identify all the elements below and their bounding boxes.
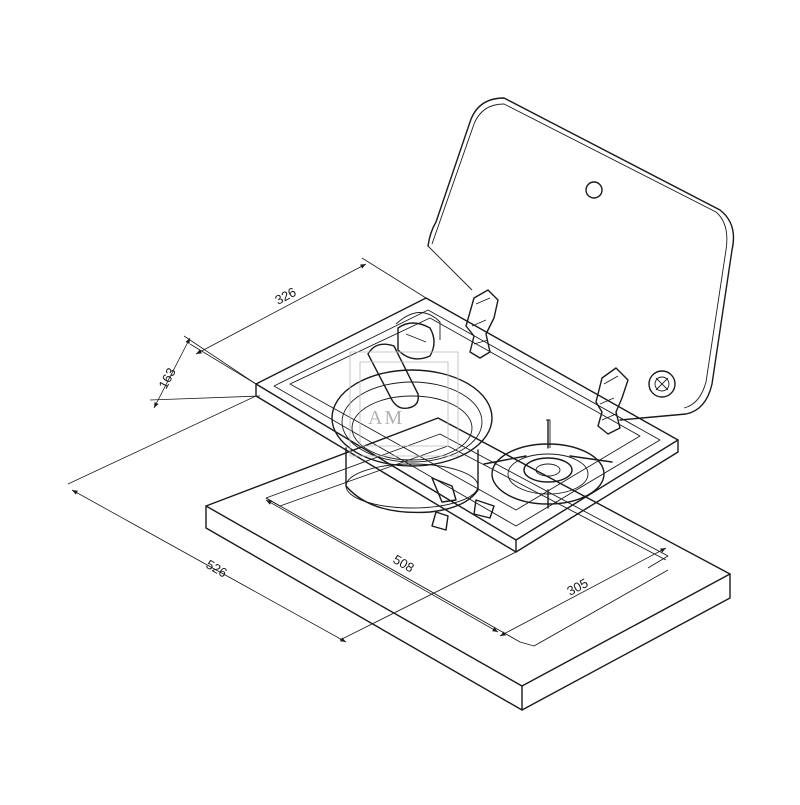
dimension-163: 163 [149, 335, 261, 409]
dim-label-508: 508 [391, 552, 417, 576]
dim-label-526: 526 [204, 557, 230, 581]
faucet [367, 322, 435, 410]
hinge-right [595, 367, 629, 435]
dim-label-326: 326 [272, 284, 298, 307]
dimension-326: 326 [189, 257, 427, 385]
glass-lid [427, 97, 735, 421]
gas-burner [483, 419, 613, 509]
countertop-plate [205, 417, 731, 711]
dimension-305: 305 [499, 547, 667, 637]
watermark-logo: AM [349, 351, 459, 457]
dim-label-163: 163 [155, 365, 178, 391]
dimension-526: 526 [67, 395, 517, 643]
lid-hole-icon [585, 181, 603, 199]
watermark-text: AM [368, 407, 404, 429]
under-valves [431, 477, 495, 531]
dim-label-305: 305 [564, 575, 590, 598]
sink-bowl [331, 369, 493, 514]
sink-tray [255, 297, 679, 553]
lid-knob-icon [648, 370, 676, 398]
